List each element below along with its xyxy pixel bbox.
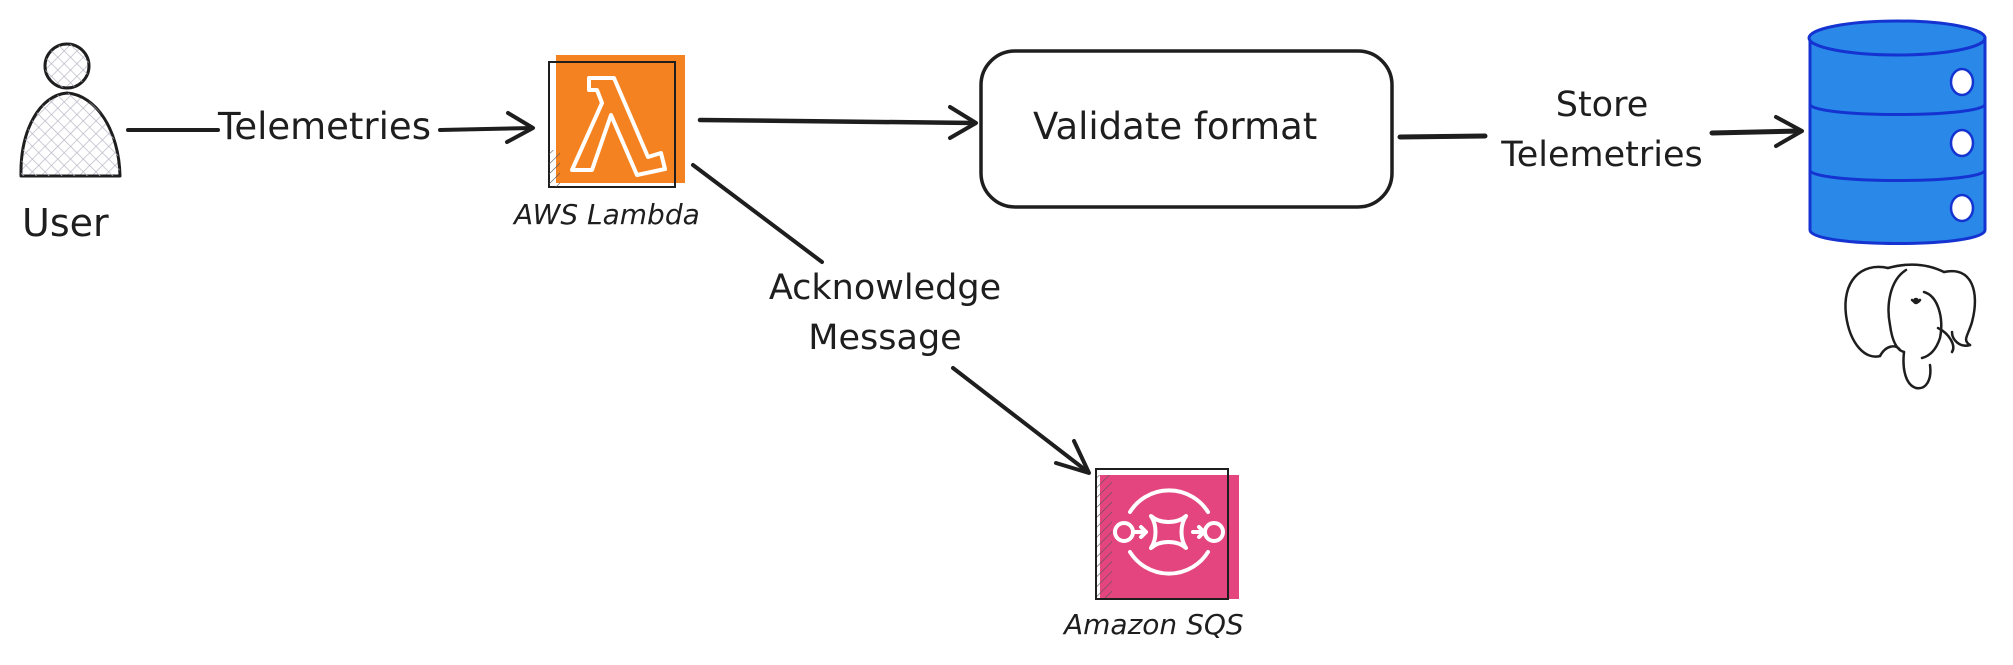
edge-label-store-line2: Telemetries — [1501, 135, 1703, 175]
user-icon[interactable] — [19, 42, 122, 178]
validate-format-label: Validate format — [1033, 105, 1318, 148]
amazon-sqs-label: Amazon SQS — [1064, 608, 1244, 641]
arrow-lambda-to-sqs — [691, 163, 1091, 475]
edge-label-store-line1: Store — [1555, 85, 1649, 125]
validate-format-box[interactable] — [979, 49, 1394, 209]
user-label: User — [22, 201, 109, 245]
sqs-glyph — [1113, 488, 1225, 576]
postgresql-elephant-icon — [1844, 263, 1977, 390]
aws-lambda-label: AWS Lambda — [514, 198, 700, 231]
arrow-validate-to-database — [1397, 115, 1804, 148]
amazon-sqs-icon[interactable] — [1095, 468, 1239, 600]
database-icon[interactable] — [1807, 19, 1987, 245]
lambda-glyph — [570, 76, 667, 177]
db-indicator-3 — [1949, 193, 1975, 223]
edge-label-acknowledge-line1: Acknowledge — [768, 268, 1002, 308]
db-indicator-2 — [1949, 128, 1975, 158]
arrow-lambda-to-validate — [697, 105, 978, 140]
arrow-user-to-lambda — [126, 111, 535, 144]
db-indicator-1 — [1949, 67, 1975, 97]
edge-label-acknowledge-line2: Message — [808, 318, 962, 358]
aws-lambda-icon[interactable] — [548, 55, 685, 188]
edge-label-telemetries: Telemetries — [218, 105, 431, 148]
